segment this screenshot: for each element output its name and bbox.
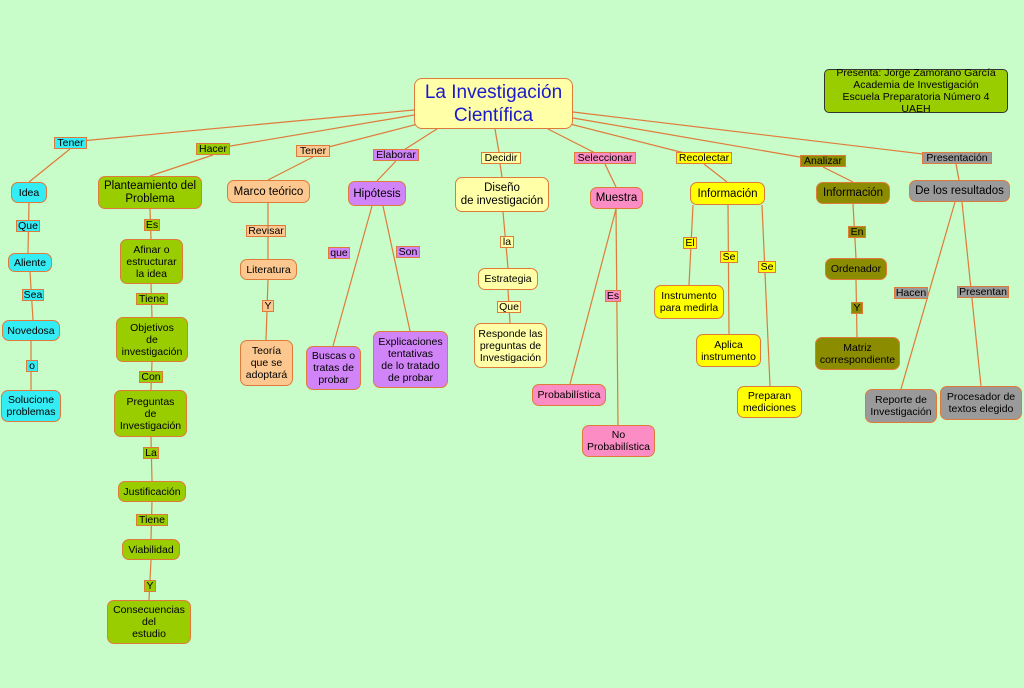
connector-line [376,160,397,182]
label-el: El [683,237,697,249]
node-instrumento: Instrumento para medirla [654,285,724,319]
node-aplica-instrumento: Aplica instrumento [696,334,761,367]
label-hacer: Hacer [196,143,230,155]
label-decidir: Decidir [481,152,521,164]
node-marco-teorico: Marco teórico [227,180,310,203]
label-que: Que [16,220,40,232]
label-es: Es [605,290,621,302]
node-preparan-mediciones: Preparan mediciones [737,386,802,418]
connector-line [761,204,771,387]
credits-box: Presenta: Jorge Zamorano García Academia… [824,67,1008,115]
node-responde: Responde las preguntas de Investigación [474,323,547,368]
root-node: La Investigación Científica [414,78,573,129]
node-aliente: Aliente [8,253,52,272]
label-seleccionar: Seleccionar [574,152,636,164]
node-preguntas: Preguntas de Investigación [114,390,187,437]
label-la: La [143,447,159,459]
node-de-los-resultados: De los resultados [909,180,1010,202]
label-sea: Sea [22,289,44,301]
node-novedosa: Novedosa [2,320,60,341]
label-y: Y [262,300,274,312]
node-matriz: Matriz correspondiente [815,337,900,370]
connector-line [382,205,411,332]
connector-line [822,166,854,183]
node-literatura: Literatura [240,259,297,280]
connector-line [149,154,214,177]
node-solucione: Solucione problemas [1,390,61,422]
node-no-probabilistica: No Probabilística [582,425,655,457]
connector-line [615,208,619,426]
connector-line [332,205,373,347]
node-ordenador: Ordenador [825,258,887,280]
label-tener-1: Tener [54,137,87,149]
connector-line [312,123,419,152]
node-afinar: Afinar o estructurar la idea [120,239,183,284]
node-viabilidad: Viabilidad [122,539,180,560]
node-planteamiento: Planteamiento del Problema [98,176,202,209]
connector-line [150,436,153,482]
node-buscas: Buscas o tratas de probar [306,346,361,390]
connector-line [900,201,956,390]
connector-line [212,114,415,150]
node-probabilistica: Probabilística [532,384,606,406]
connector-line [267,156,314,181]
label-presentan: Presentan [957,286,1009,298]
connector-line [28,148,71,183]
label-es: Es [144,219,160,231]
label-que: que [328,247,350,259]
connector-line [727,204,730,335]
node-muestra: Muestra [590,187,643,209]
node-idea: Idea [11,182,47,203]
label-tiene-2: Tiene [136,514,168,526]
node-justificacion: Justificación [118,481,186,502]
label-se-1: Se [720,251,738,263]
label-presentacion: Presentación [922,152,992,164]
label-tiene-1: Tiene [136,293,168,305]
label-o: o [26,360,38,372]
node-informacion-recolectar: Información [690,182,765,205]
label-elaborar: Elaborar [373,149,419,161]
label-la: la [500,236,514,248]
node-explicaciones: Explicaciones tentativas de lo tratado d… [373,331,448,388]
connector-line [703,163,728,183]
connector-line [572,111,957,159]
node-procesador: Procesador de textos elegido [940,386,1022,420]
connector-line [955,163,960,181]
label-hacen: Hacen [894,287,928,299]
connector-line [569,208,617,385]
label-con: Con [139,371,163,383]
node-reporte: Reporte de Investigación [865,389,937,423]
node-hipotesis: Hipótesis [348,181,406,206]
node-objetivos: Objetivos de investigación [116,317,188,362]
label-revisar: Revisar [246,225,286,237]
label-en: En [848,226,866,238]
connector-line [499,163,503,178]
label-son: Son [396,246,420,258]
connector-line [69,109,415,143]
label-recolectar: Recolectar [676,152,732,164]
label-se-2: Se [758,261,776,273]
node-informacion-analizar: Información [816,182,890,204]
connector-line [604,163,617,188]
label-tener-2: Tener [296,145,330,157]
label-y: Y [851,302,863,314]
label-analizar: Analizar [800,155,846,167]
node-estrategia: Estrategia [478,268,538,290]
node-diseno: Diseño de investigación [455,177,549,212]
label-que: Que [497,301,521,313]
node-teoria: Teoría que se adoptará [240,340,293,386]
label-y: Y [144,580,156,592]
node-consecuencias: Consecuencias del estudio [107,600,191,644]
connector-line [572,117,824,162]
